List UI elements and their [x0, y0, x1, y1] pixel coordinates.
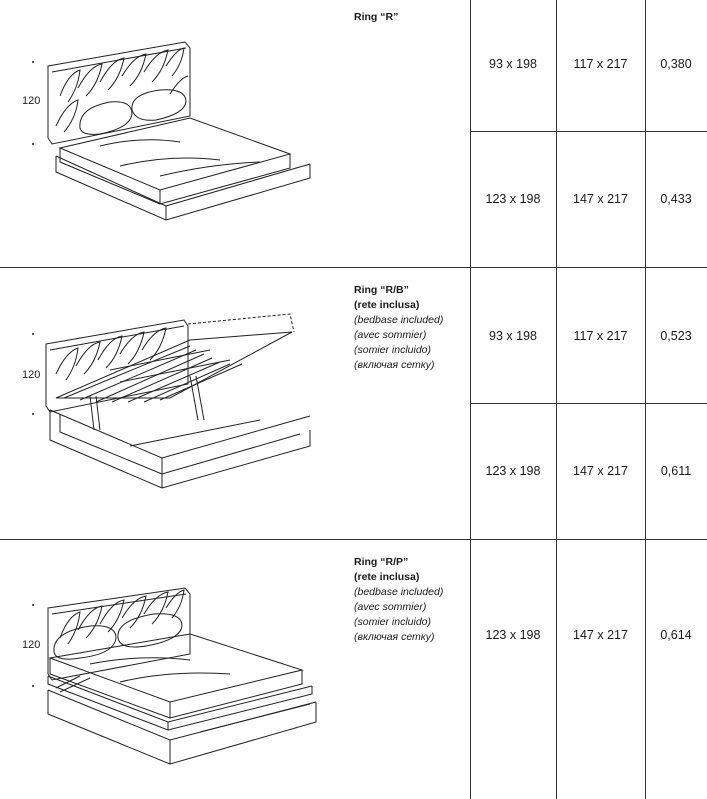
- mattress-size-cell: 123 x 198: [485, 192, 541, 206]
- detail-line: (avec sommier): [354, 601, 427, 613]
- storage-bed-open-illustration: [45, 313, 311, 489]
- volume-cell: 0,611: [660, 464, 692, 478]
- detail-line: (включая сетку): [354, 359, 435, 371]
- detail-line: (включая сетку): [354, 631, 435, 643]
- mattress-size-cell: 93 x 198: [489, 57, 537, 71]
- dimension-marker: [32, 604, 34, 606]
- height-label: 120: [22, 369, 41, 381]
- dimension-marker: [32, 413, 34, 415]
- detail-line: (rete inclusa): [354, 571, 420, 583]
- row-separator: [470, 131, 707, 132]
- detail-line: (somier incluido): [354, 344, 432, 356]
- mattress-size-cell: 93 x 198: [489, 329, 537, 343]
- overall-size-cell: 147 x 217: [573, 464, 628, 478]
- dimension-marker: [32, 61, 34, 63]
- height-label: 120: [22, 95, 41, 107]
- product-description: Ring “R/P” (rete inclusa) (bedbase inclu…: [354, 555, 443, 645]
- detail-line: (bedbase included): [354, 586, 444, 598]
- detail-line: (somier incluido): [354, 616, 432, 628]
- overall-size-cell: 147 x 217: [573, 628, 628, 642]
- overall-size-cell: 117 x 217: [573, 329, 628, 343]
- product-name: Ring “R”: [354, 11, 399, 23]
- storage-bed-drawer-illustration: [47, 587, 317, 765]
- volume-cell: 0,433: [660, 192, 692, 206]
- row-separator: [470, 403, 707, 404]
- volume-cell: 0,380: [660, 57, 692, 71]
- volume-cell: 0,614: [660, 628, 692, 642]
- mattress-size-cell: 123 x 198: [485, 464, 541, 478]
- section-separator: [0, 267, 707, 268]
- table-divider-3: [645, 0, 646, 799]
- detail-line: (avec sommier): [354, 329, 427, 341]
- height-label: 120: [22, 639, 41, 651]
- product-description: Ring “R/B” (rete inclusa) (bedbase inclu…: [354, 283, 443, 373]
- dimension-marker: [32, 143, 34, 145]
- detail-line: (bedbase included): [354, 314, 444, 326]
- product-description: Ring “R”: [354, 10, 398, 25]
- overall-size-cell: 117 x 217: [573, 57, 628, 71]
- mattress-size-cell: 123 x 198: [485, 628, 541, 642]
- table-divider-2: [556, 0, 557, 799]
- volume-cell: 0,523: [660, 329, 692, 343]
- section-separator: [0, 539, 707, 540]
- product-name: Ring “R/P”: [354, 556, 409, 568]
- table-divider-1: [470, 0, 471, 799]
- dimension-marker: [32, 333, 34, 335]
- bed-illustration: [47, 41, 311, 221]
- detail-line: (rete inclusa): [354, 299, 420, 311]
- product-name: Ring “R/B”: [354, 284, 409, 296]
- dimension-marker: [32, 685, 34, 687]
- overall-size-cell: 147 x 217: [573, 192, 628, 206]
